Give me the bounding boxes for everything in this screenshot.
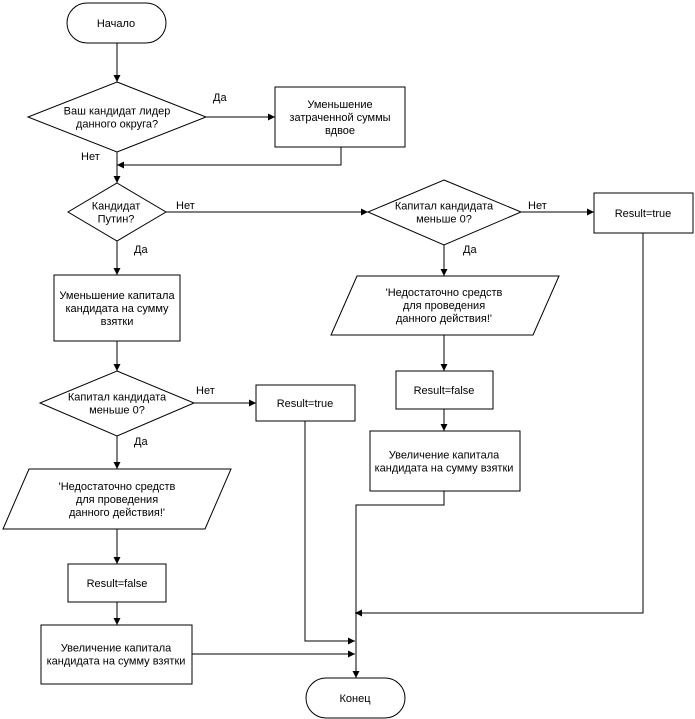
edge-result-true-mid-down	[304, 421, 355, 645]
node-msg-left	[2, 468, 232, 530]
edge-label-cap-left-yes: Да	[134, 436, 148, 448]
node-label-line: Result=false	[414, 385, 475, 397]
edge-label-cap-right-no: Нет	[528, 200, 547, 212]
node-label-line: меньше 0?	[89, 405, 145, 417]
edges	[113, 43, 644, 678]
node-label-line: кандидата на сумму взятки	[47, 656, 186, 668]
node-label-line: Капитал кандидата	[68, 392, 167, 404]
node-q-capital-left	[38, 370, 196, 437]
node-label-line: взятки	[101, 316, 134, 328]
node-label-line: Result=true	[277, 398, 334, 410]
node-q-capital-right	[366, 179, 523, 246]
node-label-line: Капитал кандидата	[395, 201, 494, 213]
node-label-result-false-left: Result=false	[87, 578, 148, 590]
edge-result-true-right-down	[355, 233, 644, 617]
node-label-result-true-right: Result=true	[615, 208, 672, 220]
node-label-end: Конец	[339, 693, 371, 705]
node-start	[66, 2, 167, 44]
node-label-line: Ваш кандидат лидер	[64, 106, 171, 118]
edge-reduce-double-back	[117, 147, 342, 169]
node-label-line: Result=false	[87, 578, 148, 590]
node-msg-right	[330, 275, 560, 336]
edge-labels: Да Нет Нет Да Нет Да Нет Да	[81, 92, 547, 448]
node-result-false-left	[67, 563, 167, 603]
node-label-line: для проведения	[76, 494, 158, 506]
node-label-line: Увеличение капитала	[61, 643, 172, 655]
edge-label-putin-yes: Да	[134, 244, 148, 256]
node-label-line: Уменьшение капитала	[59, 290, 175, 302]
node-label-line: 'Недостаточно средств	[386, 287, 503, 299]
node-label-line: Путин?	[98, 214, 135, 226]
node-result-true-right	[593, 192, 694, 234]
node-label-result-false-right: Result=false	[414, 385, 475, 397]
edge-label-cap-left-no: Нет	[196, 385, 215, 397]
node-q-putin	[67, 182, 167, 242]
node-end	[305, 677, 406, 719]
node-label-line: вдвое	[325, 125, 355, 137]
node-reduce-double	[274, 86, 406, 148]
edge-label-leader-no: Нет	[81, 151, 100, 163]
node-label-line: данного округа?	[76, 119, 158, 131]
node-result-true-mid	[255, 384, 356, 422]
node-label-line: Уменьшение	[307, 99, 372, 111]
node-label-result-true-mid: Result=true	[277, 398, 334, 410]
node-q-leader	[26, 81, 208, 153]
node-label-line: кандидата на сумму	[65, 303, 169, 315]
node-reduce-bribe	[53, 274, 181, 342]
node-label-line: данного действия!'	[69, 507, 165, 519]
node-increase-right	[369, 430, 521, 492]
node-label-line: 'Недостаточно средств	[59, 481, 176, 493]
node-label-line: Кандидат	[92, 201, 141, 213]
node-increase-left	[40, 624, 193, 685]
edge-label-leader-yes: Да	[213, 92, 227, 104]
node-label-line: для проведения	[403, 300, 485, 312]
node-result-false-right	[395, 370, 494, 410]
node-label-line: затраченной суммы	[289, 112, 390, 124]
node-label-line: данного действия!'	[396, 313, 492, 325]
node-label-line: меньше 0?	[416, 214, 472, 226]
edge-increase-right-to-end	[352, 491, 445, 678]
node-label-start: Начало	[97, 18, 135, 30]
edge-label-putin-no: Нет	[176, 200, 195, 212]
node-label-line: Увеличение капитала	[389, 450, 500, 462]
node-label-line: Result=true	[615, 208, 672, 220]
node-label-line: кандидата на сумму взятки	[375, 463, 514, 475]
node-label-line: Начало	[97, 18, 135, 30]
edge-label-cap-right-yes: Да	[463, 244, 477, 256]
node-label-line: Конец	[339, 693, 371, 705]
